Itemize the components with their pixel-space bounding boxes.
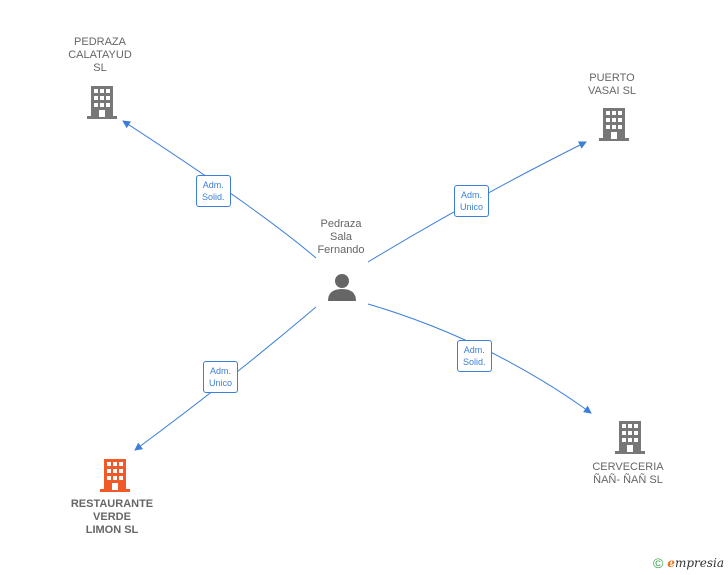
person-label[interactable]: Pedraza Sala Fernando	[317, 218, 365, 256]
footer-brand: © empresia	[653, 555, 724, 571]
company-label-puerto[interactable]: PUERTO VASAI SL	[587, 72, 637, 97]
edge-label-puerto: Adm. Unico	[454, 185, 490, 217]
company-label-pedraza[interactable]: PEDRAZA CALATAYUD SL	[68, 36, 132, 74]
edge-pedraza	[122, 120, 317, 259]
copyright-icon: ©	[652, 555, 664, 571]
building-icon-pedraza[interactable]	[87, 86, 117, 119]
company-label-restaurante[interactable]: RESTAURANTE VERDE LIMON SL	[70, 498, 154, 536]
building-icon-cerveceria[interactable]	[615, 421, 645, 454]
edge-label-pedraza: Adm. Solid.	[196, 175, 231, 207]
brand-logo: empresia	[667, 556, 724, 570]
company-label-cerveceria[interactable]: CERVECERIA ÑAÑ- ÑAÑ SL	[592, 461, 664, 486]
building-icon-restaurante[interactable]	[100, 459, 130, 492]
building-icon-puerto[interactable]	[599, 108, 629, 141]
person-icon[interactable]	[328, 274, 356, 301]
edge-label-cerveceria: Adm. Solid.	[457, 340, 492, 372]
edge-label-restaurante: Adm. Unico	[203, 361, 239, 393]
